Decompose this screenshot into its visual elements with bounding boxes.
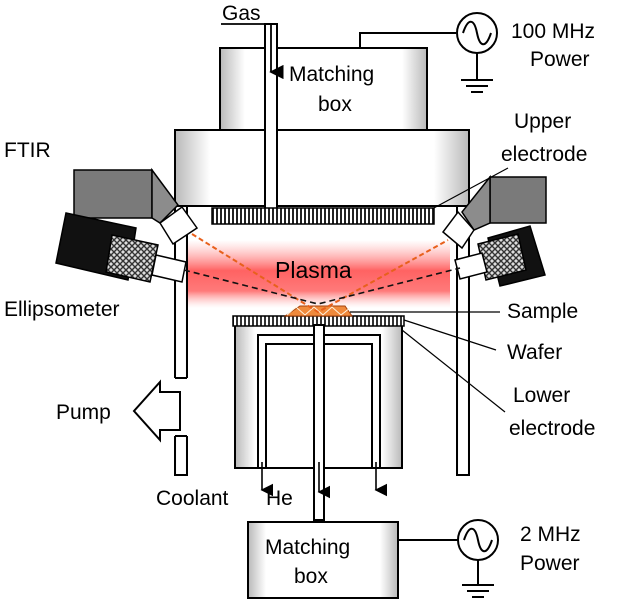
pump-arrow-icon <box>132 379 181 443</box>
label-power-bottom-2: Power <box>520 552 580 575</box>
label-lower-electrode-1: Lower <box>513 384 570 407</box>
label-plasma: Plasma <box>275 257 352 283</box>
label-he: He <box>266 487 293 510</box>
matching-box-top <box>219 47 428 131</box>
label-wafer: Wafer <box>507 341 562 364</box>
ellipsometer-beam <box>183 267 461 305</box>
label-sample: Sample <box>507 300 578 323</box>
matching-box-bottom <box>247 521 399 599</box>
label-matching-box-bottom-1: Matching <box>265 536 350 559</box>
label-ellipsometer: Ellipsometer <box>4 298 120 321</box>
label-power-top-2: Power <box>530 48 590 71</box>
ftir-right-icon <box>441 174 547 250</box>
label-ftir: FTIR <box>4 139 51 162</box>
ftir-left-icon <box>73 167 199 246</box>
label-matching-box-top-1: Matching <box>289 63 374 86</box>
label-gas: Gas <box>222 2 261 25</box>
ground-top-icon <box>461 79 493 93</box>
ellipsometer-left-icon <box>55 212 187 283</box>
ftir-beam <box>191 233 449 314</box>
ellipsometer-right-icon <box>454 225 546 287</box>
label-matching-box-bottom-2: box <box>294 565 328 588</box>
upper-electrode-housing <box>174 129 470 207</box>
label-upper-electrode-2: electrode <box>501 143 587 166</box>
ground-bottom-icon <box>462 584 494 598</box>
upper-electrode-showerhead <box>211 207 435 225</box>
label-lower-electrode-2: electrode <box>509 417 595 440</box>
plasma-region <box>188 240 450 308</box>
label-power-top-1: 100 MHz <box>511 20 595 43</box>
label-upper-electrode-1: Upper <box>514 110 571 133</box>
label-coolant: Coolant <box>156 487 229 510</box>
label-matching-box-top-2: box <box>318 93 352 116</box>
label-pump: Pump <box>56 401 111 424</box>
label-power-bottom-1: 2 MHz <box>520 523 581 546</box>
